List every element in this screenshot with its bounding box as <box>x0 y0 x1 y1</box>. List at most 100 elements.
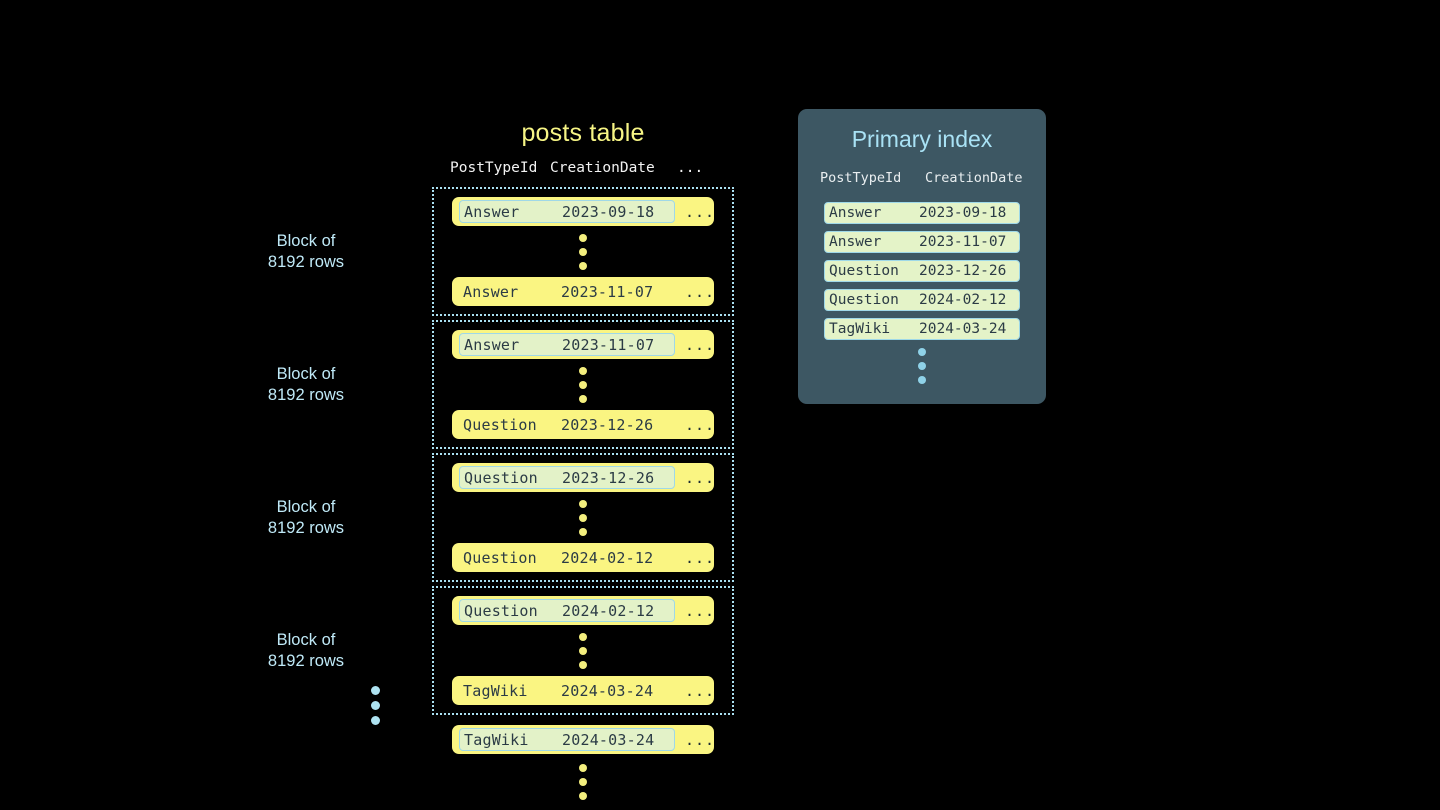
vertical-ellipsis-icon <box>434 492 732 543</box>
cell-creationdate: 2023-12-26 <box>562 468 655 487</box>
cell-posttypeid: Answer <box>464 202 520 221</box>
index-row: Question 2023-12-26 <box>824 260 1020 282</box>
posts-table-column-headers: PostTypeId CreationDate ... <box>432 160 734 182</box>
cell-ellipsis: ... <box>685 681 716 700</box>
index-row-list: Answer 2023-09-18 Answer 2023-11-07 Ques… <box>798 202 1046 340</box>
row-highlight-box: TagWiki 2024-03-24 <box>459 728 675 751</box>
dot-icon <box>579 234 587 242</box>
posts-table-title: posts table <box>521 119 645 147</box>
table-block: Block of 8192 rows Question 2024-02-12 .… <box>268 586 734 715</box>
index-row: TagWiki 2024-03-24 <box>824 318 1020 340</box>
cell-posttypeid: Answer <box>463 282 519 301</box>
row-cells: Question 2023-12-26 <box>459 413 673 436</box>
table-row: Question 2024-02-12 ... <box>452 596 714 625</box>
dot-icon <box>579 367 587 375</box>
cell-creationdate: 2023-11-07 <box>562 335 655 354</box>
dot-icon <box>579 647 587 655</box>
row-highlight-box: Question 2023-12-26 <box>459 466 675 489</box>
cell-ellipsis: ... <box>685 282 716 301</box>
cell-ellipsis: ... <box>685 548 716 567</box>
cell-ellipsis: ... <box>685 468 716 487</box>
index-column-headers: PostTypeId CreationDate <box>798 170 1046 190</box>
column-header-posttypeid: PostTypeId <box>820 170 902 186</box>
row-highlight-box: Answer 2023-09-18 <box>459 200 675 223</box>
cell-creationdate: 2023-11-07 <box>919 234 1007 250</box>
cell-creationdate: 2024-02-12 <box>562 601 655 620</box>
cell-creationdate: 2024-03-24 <box>561 681 654 700</box>
column-header-posttypeid: PostTypeId <box>450 160 538 176</box>
column-header-creationdate: CreationDate <box>550 160 655 176</box>
table-row: Question 2024-02-12 ... <box>452 543 714 572</box>
row-highlight-box: Question 2024-02-12 <box>459 599 675 622</box>
column-header-ellipsis: ... <box>677 160 704 176</box>
table-row: Answer 2023-11-07 ... <box>452 277 714 306</box>
table-block: Block of 8192 rows Answer 2023-11-07 ... <box>268 320 734 449</box>
cell-posttypeid: Question <box>464 601 538 620</box>
dot-icon <box>579 395 587 403</box>
dot-icon <box>579 792 587 800</box>
cell-posttypeid: TagWiki <box>829 321 891 337</box>
dot-icon <box>579 764 587 772</box>
table-row: Answer 2023-09-18 ... <box>452 197 714 226</box>
row-cells: Question 2024-02-12 <box>459 546 673 569</box>
cell-posttypeid: TagWiki <box>464 730 529 749</box>
vertical-ellipsis-icon <box>432 756 734 807</box>
row-cells: Answer 2023-11-07 <box>459 280 673 303</box>
cell-posttypeid: Question <box>829 292 899 308</box>
row-cells: TagWiki 2024-03-24 <box>459 679 673 702</box>
block-label: Block of 8192 rows <box>267 497 345 537</box>
cell-posttypeid: Question <box>464 468 538 487</box>
row-highlight-box: Answer 2023-11-07 <box>459 333 675 356</box>
dot-icon <box>579 633 587 641</box>
table-row: Question 2023-12-26 ... <box>452 410 714 439</box>
trailing-row-group: TagWiki 2024-03-24 ... <box>432 725 734 807</box>
cell-posttypeid: Answer <box>829 205 882 221</box>
index-ellipsis-icon <box>798 348 1046 384</box>
cell-creationdate: 2023-12-26 <box>561 415 654 434</box>
cell-creationdate: 2024-02-12 <box>919 292 1007 308</box>
dot-icon <box>579 262 587 270</box>
block-label: Block of 8192 rows <box>267 231 345 271</box>
cell-creationdate: 2023-12-26 <box>919 263 1007 279</box>
posts-table-group: posts table PostTypeId CreationDate ... … <box>268 118 734 807</box>
block-label: Block of 8192 rows <box>267 630 345 670</box>
cell-creationdate: 2023-09-18 <box>919 205 1007 221</box>
cell-posttypeid: Question <box>829 263 899 279</box>
vertical-ellipsis-icon <box>434 625 732 676</box>
index-row: Answer 2023-11-07 <box>824 231 1020 253</box>
primary-index-title: Primary index <box>851 126 993 152</box>
dot-icon <box>371 701 380 710</box>
cell-ellipsis: ... <box>685 335 716 354</box>
cell-creationdate: 2023-11-07 <box>561 282 654 301</box>
block-continuation-ellipsis-icon <box>371 686 380 725</box>
dot-icon <box>579 248 587 256</box>
dot-icon <box>918 362 926 370</box>
cell-creationdate: 2023-09-18 <box>562 202 655 221</box>
vertical-ellipsis-icon <box>434 226 732 277</box>
dot-icon <box>371 716 380 725</box>
cell-creationdate: 2024-03-24 <box>919 321 1007 337</box>
index-row: Question 2024-02-12 <box>824 289 1020 311</box>
dot-icon <box>918 376 926 384</box>
dot-icon <box>579 500 587 508</box>
dot-icon <box>579 528 587 536</box>
primary-index-panel: Primary index PostTypeId CreationDate An… <box>798 109 1046 404</box>
table-row: TagWiki 2024-03-24 ... <box>452 676 714 705</box>
dot-icon <box>918 348 926 356</box>
index-row: Answer 2023-09-18 <box>824 202 1020 224</box>
table-block: Block of 8192 rows Question 2023-12-26 .… <box>268 453 734 582</box>
table-row: Answer 2023-11-07 ... <box>452 330 714 359</box>
table-row: Question 2023-12-26 ... <box>452 463 714 492</box>
cell-creationdate: 2024-02-12 <box>561 548 654 567</box>
cell-ellipsis: ... <box>685 202 716 221</box>
cell-posttypeid: Question <box>463 548 537 567</box>
table-row: TagWiki 2024-03-24 ... <box>452 725 714 754</box>
column-header-creationdate: CreationDate <box>925 170 1023 186</box>
dot-icon <box>579 661 587 669</box>
cell-posttypeid: Answer <box>829 234 882 250</box>
dot-icon <box>371 686 380 695</box>
cell-ellipsis: ... <box>685 601 716 620</box>
dot-icon <box>579 778 587 786</box>
block-list: Block of 8192 rows Answer 2023-09-18 ... <box>268 187 734 807</box>
